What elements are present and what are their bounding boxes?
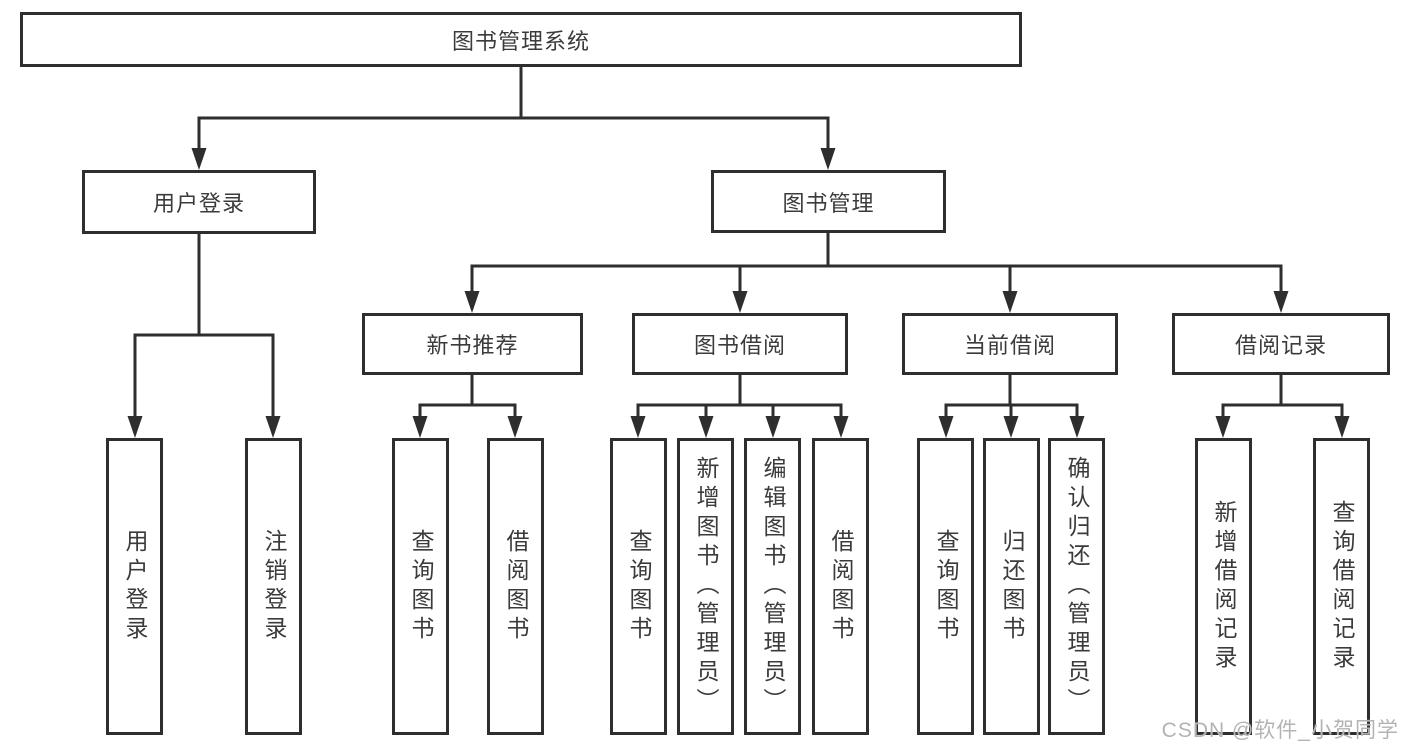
leaf-return-books-label: 归还图书 xyxy=(999,528,1025,645)
leaf-query-books-current: 查询图书 xyxy=(917,438,974,735)
leaf-query-books-borrow-label: 查询图书 xyxy=(626,528,652,645)
leaf-borrow-books-label: 借阅图书 xyxy=(828,528,854,645)
leaf-confirm-return-admin-label: 确认归还（管理员） xyxy=(1064,456,1090,717)
node-library-system: 图书管理系统 xyxy=(20,12,1022,67)
leaf-edit-books-admin-label: 编辑图书（管理员） xyxy=(760,456,786,717)
leaf-query-borrow-record-label: 查询借阅记录 xyxy=(1329,499,1355,674)
node-borrowing-records-label: 借阅记录 xyxy=(1234,333,1327,358)
node-new-book-recommendation-label: 新书推荐 xyxy=(426,333,519,358)
leaf-user-login: 用户登录 xyxy=(106,438,163,735)
leaf-borrow-books-recommend-label: 借阅图书 xyxy=(503,528,529,645)
leaf-add-books-admin-label: 新增图书（管理员） xyxy=(693,456,719,717)
leaf-query-books-current-label: 查询图书 xyxy=(933,528,959,645)
node-book-borrowing-label: 图书借阅 xyxy=(693,333,786,358)
arrowheads xyxy=(127,148,1350,438)
leaf-query-books-recommend: 查询图书 xyxy=(392,438,449,735)
leaf-query-borrow-record: 查询借阅记录 xyxy=(1313,438,1370,735)
node-current-borrowing: 当前借阅 xyxy=(902,313,1118,375)
csdn-watermark: CSDN @软件_小贺同学 xyxy=(1161,719,1399,742)
node-book-management-label: 图书管理 xyxy=(782,190,875,216)
leaf-borrow-books-recommend: 借阅图书 xyxy=(487,438,544,735)
node-book-management: 图书管理 xyxy=(711,170,946,233)
node-current-borrowing-label: 当前借阅 xyxy=(963,333,1056,358)
node-user-login-label: 用户登录 xyxy=(152,191,245,216)
leaf-add-borrow-record: 新增借阅记录 xyxy=(1195,438,1252,735)
leaf-add-borrow-record-label: 新增借阅记录 xyxy=(1211,499,1237,674)
leaf-logout: 注销登录 xyxy=(245,438,302,735)
leaf-return-books: 归还图书 xyxy=(983,438,1040,735)
node-user-login: 用户登录 xyxy=(82,170,316,234)
node-borrowing-records: 借阅记录 xyxy=(1172,313,1390,375)
node-library-system-label: 图书管理系统 xyxy=(451,28,590,54)
leaf-edit-books-admin: 编辑图书（管理员） xyxy=(744,438,801,735)
leaf-borrow-books: 借阅图书 xyxy=(812,438,869,735)
leaf-confirm-return-admin: 确认归还（管理员） xyxy=(1048,438,1105,735)
node-book-borrowing: 图书借阅 xyxy=(632,313,848,375)
node-new-book-recommendation: 新书推荐 xyxy=(362,313,583,375)
leaf-logout-label: 注销登录 xyxy=(261,528,287,645)
leaf-query-books-borrow: 查询图书 xyxy=(610,438,667,735)
leaf-query-books-recommend-label: 查询图书 xyxy=(408,528,434,645)
leaf-user-login-label: 用户登录 xyxy=(122,528,148,645)
leaf-add-books-admin: 新增图书（管理员） xyxy=(677,438,734,735)
